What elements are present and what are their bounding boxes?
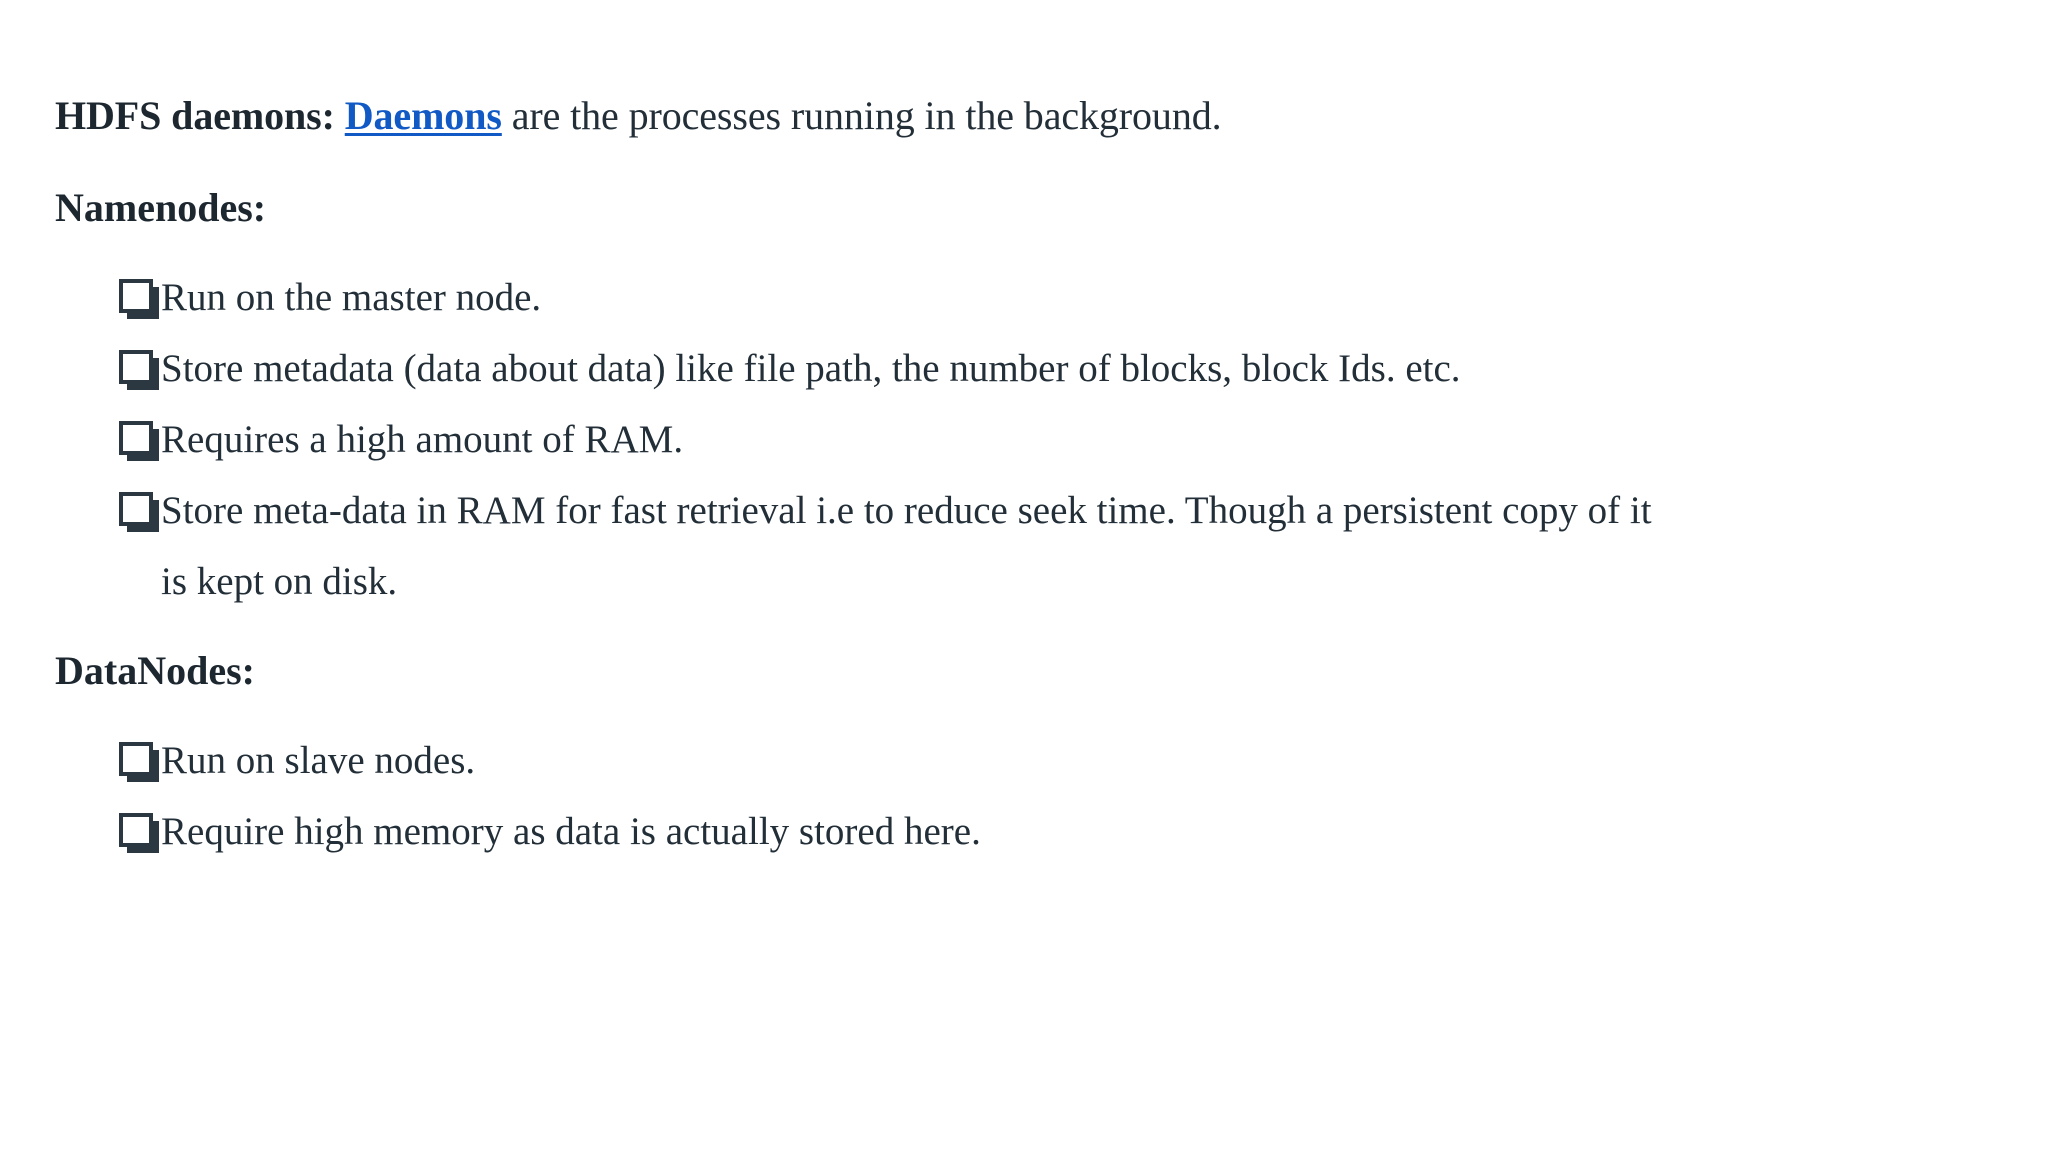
list-item: Run on the master node.: [55, 262, 1671, 333]
list-item-text: Require high memory as data is actually …: [161, 810, 981, 853]
bullet-list-datanodes: Run on slave nodes. Require high memory …: [55, 725, 1984, 867]
list-item: Store metadata (data about data) like fi…: [55, 333, 1671, 404]
shadowed-square-bullet-icon: [119, 421, 153, 455]
list-item: Run on slave nodes.: [55, 725, 1671, 796]
intro-rest-text: are the processes running in the backgro…: [501, 93, 1222, 138]
shadowed-square-bullet-icon: [119, 742, 153, 776]
shadowed-square-bullet-icon: [119, 813, 153, 847]
list-item: Store meta-data in RAM for fast retrieva…: [55, 475, 1671, 617]
list-item: Requires a high amount of RAM.: [55, 404, 1671, 475]
shadowed-square-bullet-icon: [119, 350, 153, 384]
list-item-text: Store metadata (data about data) like fi…: [161, 347, 1461, 390]
shadowed-square-bullet-icon: [119, 492, 153, 526]
list-item-text: Requires a high amount of RAM.: [161, 418, 684, 461]
list-item: Require high memory as data is actually …: [55, 796, 1671, 867]
list-item-text: Run on slave nodes.: [161, 739, 476, 782]
heading-datanodes: DataNodes:: [55, 648, 255, 693]
bullet-list-namenodes: Run on the master node. Store metadata (…: [55, 262, 1984, 617]
section-namenodes: Namenodes: Run on the master node. Store…: [55, 188, 1984, 617]
intro-lead-text: HDFS daemons:: [55, 93, 345, 138]
list-item-text: Store meta-data in RAM for fast retrieva…: [161, 489, 1652, 603]
section-datanodes: DataNodes: Run on slave nodes. Require h…: [55, 651, 1984, 867]
heading-namenodes: Namenodes:: [55, 185, 267, 230]
list-item-text: Run on the master node.: [161, 276, 542, 319]
intro-paragraph: HDFS daemons: Daemons are the processes …: [55, 96, 1984, 136]
shadowed-square-bullet-icon: [119, 279, 153, 313]
daemons-link[interactable]: Daemons: [344, 93, 502, 138]
